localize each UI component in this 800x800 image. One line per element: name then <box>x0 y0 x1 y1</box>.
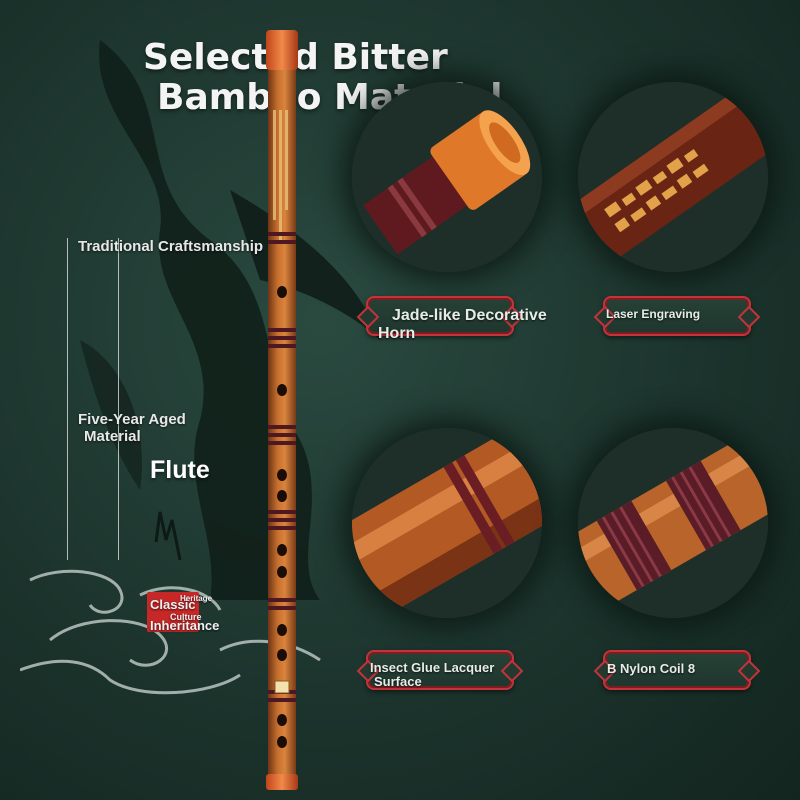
caption-plaque-lacquer <box>366 650 514 690</box>
divider-line-left <box>67 238 68 560</box>
caption-lacquer-line-1: Insect Glue Lacquer <box>370 660 495 675</box>
caption-horn-line-2: Horn <box>378 325 416 342</box>
heritage-seal-stamp <box>147 592 199 632</box>
caption-plaque-nylon-coil <box>603 650 751 690</box>
detail-photo-lacquer <box>352 428 542 618</box>
cloud-swirl-decoration <box>20 569 321 695</box>
divider-line-right <box>118 238 119 560</box>
seal-culture: Culture <box>170 612 202 622</box>
product-name: Flute <box>150 456 210 484</box>
feature-aged-material-line-1: Five-Year Aged <box>78 411 186 428</box>
detail-photo-horn <box>352 82 542 272</box>
caption-engraving: Laser Engraving <box>606 307 701 321</box>
feature-traditional-craftsmanship: Traditional Craftsmanship <box>78 238 264 255</box>
seal-inheritance: Inheritance <box>150 618 220 633</box>
caption-nylon-coil: B Nylon Coil 8 <box>607 661 696 676</box>
ink-landscape-illustration <box>80 40 380 600</box>
caption-plaque-engraving <box>603 296 751 336</box>
bamboo-flute <box>266 30 298 790</box>
caption-horn-line-1: Jade-like Decorative <box>392 307 547 324</box>
seal-heritage: Heritage <box>180 594 213 603</box>
feature-aged-material-line-2: Material <box>84 428 141 445</box>
caption-plaque-horn <box>366 296 514 336</box>
headline-line-1: Selected Bitter <box>143 37 448 78</box>
detail-photo-nylon-coil <box>578 428 768 618</box>
detail-photo-engraving <box>578 82 768 272</box>
caption-lacquer-line-2: Surface <box>374 674 422 689</box>
seal-classic: Classic <box>150 597 196 612</box>
